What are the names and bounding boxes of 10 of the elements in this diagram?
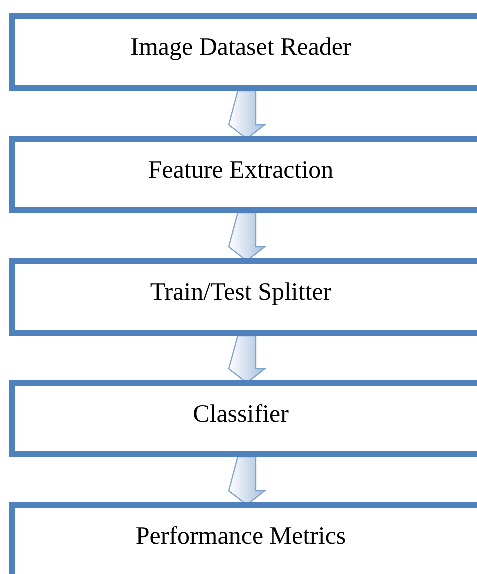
- box-label: Train/Test Splitter: [150, 278, 332, 308]
- box-label: Performance Metrics: [136, 522, 346, 552]
- box-label: Classifier: [193, 400, 289, 430]
- process-box: [9, 502, 477, 574]
- process-box: [9, 13, 477, 91]
- box-label: Feature Extraction: [148, 156, 334, 186]
- process-box: [9, 258, 477, 336]
- process-box: [9, 380, 477, 457]
- process-box: [9, 136, 477, 213]
- box-label: Image Dataset Reader: [130, 33, 352, 63]
